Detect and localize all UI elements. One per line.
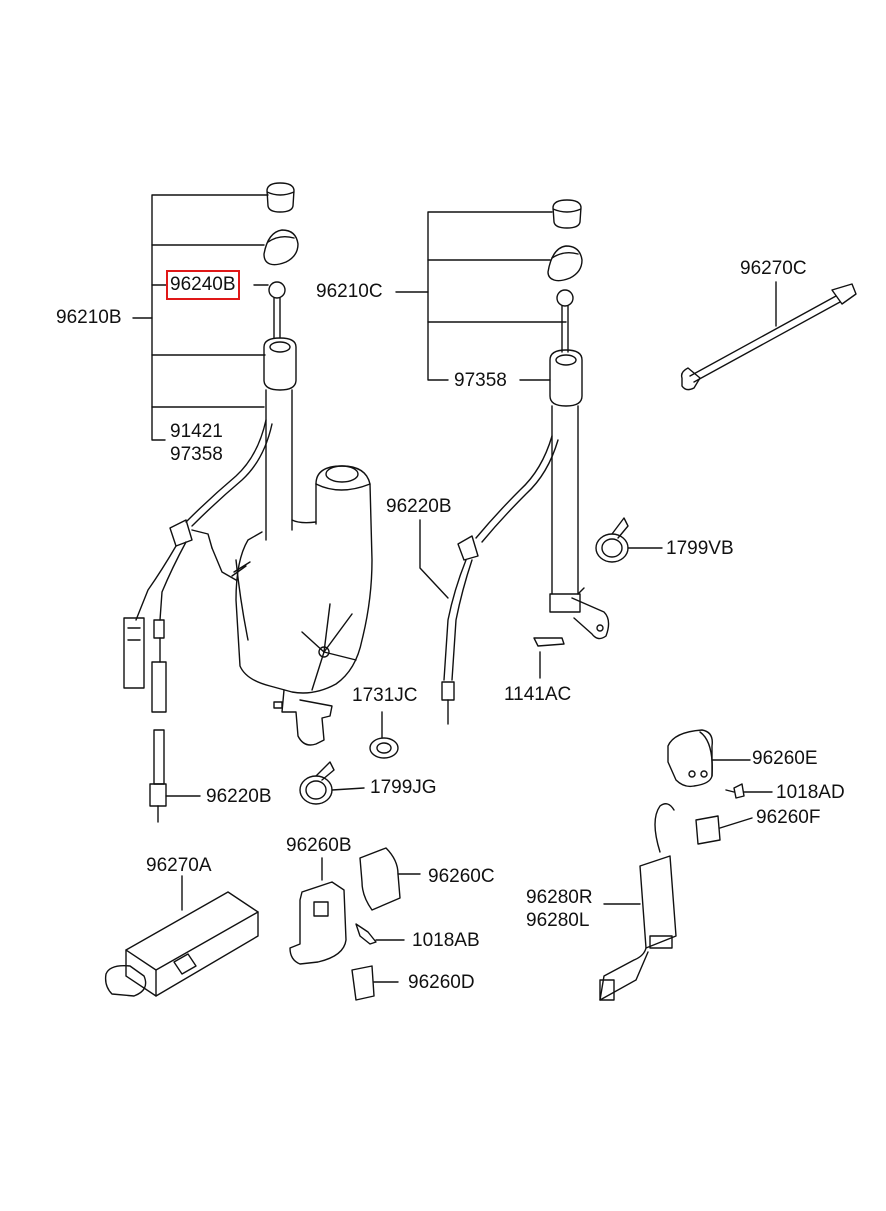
module-96270A [106, 876, 258, 996]
ball-96240B [269, 282, 285, 338]
label-96280L[interactable]: 96280L [526, 910, 590, 931]
label-96260B[interactable]: 96260B [286, 835, 352, 856]
label-96220B-low[interactable]: 96220B [206, 786, 272, 807]
clamp-1799JG [300, 762, 364, 804]
label-97358-left[interactable]: 97358 [170, 444, 223, 465]
label-1141AC[interactable]: 1141AC [504, 684, 572, 705]
bracket-96260B [290, 858, 346, 964]
label-1018AD[interactable]: 1018AD [776, 782, 845, 803]
label-97358-right[interactable]: 97358 [454, 370, 507, 391]
screw-1018AB [356, 924, 404, 944]
ball-right [557, 290, 573, 352]
cap-top-left [267, 183, 294, 212]
label-96210B[interactable]: 96210B [56, 307, 122, 328]
grommet-right [548, 246, 582, 281]
cover-96260E [668, 730, 750, 786]
clamp-1799VB [596, 518, 662, 562]
label-96260E[interactable]: 96260E [752, 748, 818, 769]
label-96220B-mid[interactable]: 96220B [386, 496, 452, 517]
screw-1141AC [534, 638, 564, 678]
bracket-96210B [133, 195, 268, 440]
label-96260D[interactable]: 96260D [408, 972, 475, 993]
pad-96260F [696, 816, 752, 844]
label-96270A[interactable]: 96270A [146, 855, 212, 876]
ring-1731JC [370, 712, 398, 758]
label-1799VB[interactable]: 1799VB [666, 538, 734, 559]
label-96210C[interactable]: 96210C [316, 281, 383, 302]
pad-96260D [352, 966, 398, 1000]
coax-96220B-lower [150, 730, 200, 822]
label-96260C[interactable]: 96260C [428, 866, 495, 887]
amplifier-96280 [600, 804, 676, 1000]
label-1018AB[interactable]: 1018AB [412, 930, 480, 951]
mast-tube-left [264, 338, 296, 540]
cable-right [420, 436, 558, 724]
label-96260F[interactable]: 96260F [756, 807, 821, 828]
cover-96260C [360, 848, 420, 910]
cap-top-right [553, 200, 581, 228]
label-91421[interactable]: 91421 [170, 421, 223, 442]
label-1731JC[interactable]: 1731JC [352, 685, 418, 706]
bracket-96210C [396, 212, 566, 380]
cable-left [124, 420, 272, 712]
grommet-left [264, 230, 298, 265]
label-1799JG[interactable]: 1799JG [370, 777, 437, 798]
label-96240B[interactable]: 96240B [166, 270, 240, 300]
label-96280R[interactable]: 96280R [526, 887, 593, 908]
label-96270C[interactable]: 96270C [740, 258, 807, 279]
motor-housing [212, 466, 372, 745]
cable-96270C [682, 282, 856, 390]
mast-tube-right [550, 350, 609, 639]
screw-1018AD [726, 784, 772, 798]
